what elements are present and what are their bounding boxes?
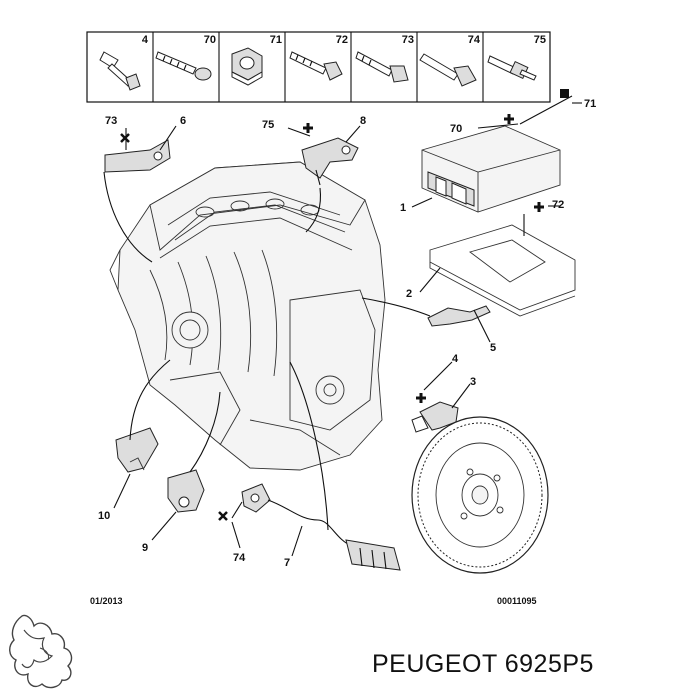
- flywheel: [411, 416, 549, 574]
- sensor-9: [167, 469, 205, 513]
- callout-1: 1: [400, 202, 406, 214]
- callout-2: 2: [406, 288, 412, 300]
- square-marker-icon: [560, 89, 569, 98]
- plus-marker-icon: [534, 202, 544, 212]
- engine-block: [109, 161, 386, 471]
- callout-74: 74: [233, 552, 246, 564]
- strip-number-75: 75: [534, 34, 546, 46]
- callout-5: 5: [490, 342, 496, 354]
- callout-7: 7: [284, 557, 290, 569]
- callout-75: 75: [262, 119, 274, 131]
- hardware-strip: 4 70 71 72 73 74 75: [86, 31, 551, 103]
- callout-4: 4: [452, 353, 459, 365]
- strip-number-73: 73: [402, 34, 414, 46]
- flange-nut-icon: [231, 47, 263, 86]
- diagram-date: 01/2013: [90, 596, 123, 606]
- callout-73: 73: [105, 115, 117, 127]
- hex-bolt-icon: [289, 51, 343, 81]
- strip-number-70: 70: [204, 34, 216, 46]
- flange-bolt-icon: [99, 51, 141, 91]
- cross-marker-icon: [120, 133, 130, 143]
- sensor-10: [115, 427, 159, 473]
- long-bolt-icon: [419, 53, 477, 87]
- plus-marker-icon: [504, 114, 514, 124]
- part-caption: PEUGEOT 6925P5: [372, 650, 594, 678]
- callout-6: 6: [180, 115, 186, 127]
- callout-72: 72: [552, 199, 564, 211]
- ecu-unit: [421, 125, 561, 213]
- strip-number-71: 71: [270, 34, 282, 46]
- callout-labels: 71 70 73 6 75 8 1 72 2 5 4 3 10 9 74 7: [98, 98, 596, 569]
- plus-marker-icon: [303, 123, 313, 133]
- callout-8: 8: [360, 115, 366, 127]
- stud-bolt-icon: [487, 55, 537, 81]
- leader-lines: [103, 95, 582, 557]
- shoulder-bolt-icon: [355, 51, 409, 83]
- strip-number-74: 74: [468, 34, 481, 46]
- self-tapping-screw-icon: [155, 51, 212, 81]
- callout-70: 70: [450, 123, 462, 135]
- plus-marker-icon: [416, 393, 426, 403]
- callout-9: 9: [142, 542, 148, 554]
- peugeot-lion-logo-icon: [9, 614, 73, 689]
- ecu-bracket: [429, 224, 576, 317]
- callout-3: 3: [470, 376, 476, 388]
- knock-sensor: [241, 483, 401, 571]
- marker-glyphs: [120, 89, 569, 521]
- cross-marker-icon: [218, 511, 228, 521]
- callout-10: 10: [98, 510, 110, 522]
- map-sensor: [301, 137, 359, 186]
- strip-number-72: 72: [336, 34, 348, 46]
- callout-71: 71: [584, 98, 596, 110]
- diagram-reference: 00011095: [497, 596, 537, 606]
- crankshaft-position-sensor: [104, 139, 171, 173]
- strip-number-4: 4: [142, 34, 149, 46]
